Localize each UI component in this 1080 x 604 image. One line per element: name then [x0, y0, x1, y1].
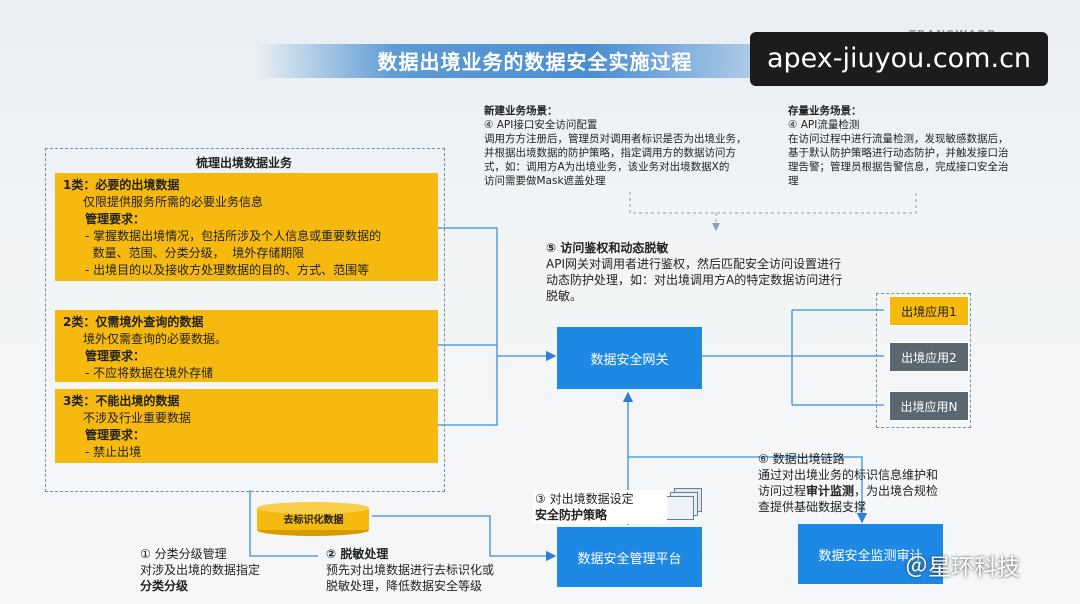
database-icon	[257, 502, 369, 536]
connector-cat3-gateway	[438, 356, 498, 426]
left-panel	[45, 148, 445, 492]
category-item: - 禁止出境	[85, 445, 142, 459]
step6-line: 通过对出境业务的标识信息维护和	[758, 468, 939, 482]
app-2-box[interactable]: 出境应用2	[889, 342, 969, 372]
step5-title: ⑤ 访问鉴权和动态脱敏	[546, 241, 669, 255]
step3-line: ③ 对出境数据设定	[535, 492, 634, 506]
watermark: apex-jiuyou.com.cn	[750, 32, 1048, 86]
app-1-box[interactable]: 出境应用1	[889, 296, 969, 326]
monitor-box[interactable]: 数据安全监测审计	[798, 524, 943, 584]
apps-group	[876, 293, 971, 428]
new-scenario-line: 式，如：调用方A为出境业务，该业务对出境数据X的	[484, 161, 730, 173]
category-mgmt-label: 管理要求：	[85, 428, 146, 442]
document-stack-icon	[666, 488, 702, 520]
category-item: - 掌握数据出境情况，包括所涉及个人信息或重要数据的	[85, 229, 382, 243]
left-panel-heading: 梳理出境数据业务	[195, 156, 292, 170]
connector-deid-platform	[372, 515, 557, 562]
connector-gateway-apps	[702, 309, 884, 406]
step6-line: 查提供基础数据支撑	[758, 500, 867, 514]
step5-line: 动态防护处理，如：对出境调用方A的特定数据访问进行	[546, 273, 843, 287]
mgmt-platform-box[interactable]: 数据安全管理平台	[557, 527, 702, 587]
step3-line: 安全防护策略	[535, 508, 608, 522]
new-scenario-step: ④ API接口安全访问配置	[484, 119, 598, 131]
title-banner	[255, 44, 815, 78]
step6-title: ⑥ 数据出境链路	[758, 452, 845, 466]
existing-scenario-heading: 存量业务场景：	[788, 105, 862, 117]
step2-line: 脱敏处理，降低数据安全等级	[326, 579, 483, 593]
category-1-box: 1类：必要的出境数据 仅限提供服务所需的必要业务信息 管理要求： - 掌握数据出…	[55, 173, 438, 281]
app-n-box[interactable]: 出境应用N	[889, 391, 969, 421]
category-item: - 不应将数据在境外存储	[85, 366, 214, 380]
category-item: - 出境目的以及接收方处理数据的目的、方式、范围等	[85, 263, 370, 277]
category-desc: 仅限提供服务所需的必要业务信息	[83, 195, 264, 209]
page-title: 数据出境业务的数据安全实施过程	[377, 50, 693, 74]
category-3-box: 3类：不能出境的数据 不涉及行业重要数据 管理要求： - 禁止出境	[55, 389, 438, 463]
new-scenario-line: 调用方方注册后，管理员对调用者标识是否为出境业务，	[484, 133, 747, 145]
step6-line: 访问过程审计监测，为出境合规检	[758, 483, 978, 499]
existing-scenario-step: ④ API流量检测	[788, 119, 860, 131]
category-2-box: 2类：仅需境外查询的数据 境外仅需查询的必要数据。 管理要求： - 不应将数据在…	[55, 310, 438, 382]
connector-cat1-gateway	[438, 227, 498, 356]
category-title: 2类：仅需境外查询的数据	[63, 315, 204, 329]
connector-loop	[249, 490, 318, 557]
step5-line: API网关对调用者进行鉴权，然后匹配安全访问设置进行	[546, 257, 841, 271]
step6-bold-part: 审计监测	[806, 484, 855, 498]
category-title: 3类：不能出境的数据	[63, 394, 180, 408]
new-scenario-heading: 新建业务场景：	[484, 105, 558, 117]
existing-scenario-line: 基于默认防护策略进行动态防护，并触发接口治	[788, 147, 1009, 159]
category-desc: 境外仅需查询的必要数据。	[83, 332, 228, 346]
category-mgmt-label: 管理要求：	[85, 212, 146, 226]
new-scenario: 新建业务场景： ④ API接口安全访问配置 调用方方注册后，管理员对调用者标识是…	[484, 104, 784, 188]
step1-line: 分类分级	[140, 579, 189, 593]
step5-text: ⑤ 访问鉴权和动态脱敏 API网关对调用者进行鉴权，然后匹配安全访问设置进行 动…	[546, 240, 886, 304]
gateway-box[interactable]: 数据安全网关	[557, 327, 702, 389]
step6-text-part: 访问过程	[758, 484, 807, 498]
corner-watermark: ＠星环科技	[905, 555, 1020, 581]
connector-scenarios	[629, 192, 917, 230]
step2-text: ② 脱敏处理 预先对出境数据进行去标识化或 脱敏处理，降低数据安全等级	[326, 546, 536, 594]
connector-gateway-monitor	[628, 456, 868, 524]
category-mgmt-label: 管理要求：	[85, 349, 146, 363]
step1-line: ① 分类分级管理	[140, 547, 227, 561]
deid-database: 去标识化数据	[255, 500, 372, 536]
step2-line: 预先对出境数据进行去标识化或	[326, 563, 495, 577]
existing-scenario-line: 在访问过程中进行流量检测，发现敏感数据后，	[788, 133, 1009, 145]
category-title: 1类：必要的出境数据	[63, 178, 180, 192]
category-item: 数量、范围、分类分级， 境外存储期限	[85, 246, 305, 260]
new-scenario-line: 访问需要做Mask遮盖处理	[484, 175, 606, 187]
step3-text: ③ 对出境数据设定 安全防护策略	[533, 490, 667, 524]
existing-scenario-line: 理告警；管理员根据告警信息，完成接口安全治	[788, 161, 1009, 173]
step1-line: 对涉及出境的数据指定	[140, 563, 261, 577]
existing-scenario: 存量业务场景： ④ API流量检测 在访问过程中进行流量检测，发现敏感数据后， …	[788, 104, 1078, 188]
step2-line: ② 脱敏处理	[326, 547, 389, 561]
category-desc: 不涉及行业重要数据	[83, 411, 192, 425]
step1-text: ① 分类分级管理 对涉及出境的数据指定 分类分级	[140, 546, 300, 594]
deid-database-label: 去标识化数据	[283, 515, 344, 526]
step6-text-part: ，为出境合规检	[854, 484, 939, 498]
existing-scenario-line: 理	[788, 175, 799, 187]
step5-line: 脱敏。	[546, 289, 583, 303]
new-scenario-line: 并根据出境数据的防护策略，指定调用方的数据访问方	[484, 147, 736, 159]
step6-text: ⑥ 数据出境链路 通过对出境业务的标识信息维护和 访问过程审计监测，为出境合规检…	[758, 451, 978, 515]
